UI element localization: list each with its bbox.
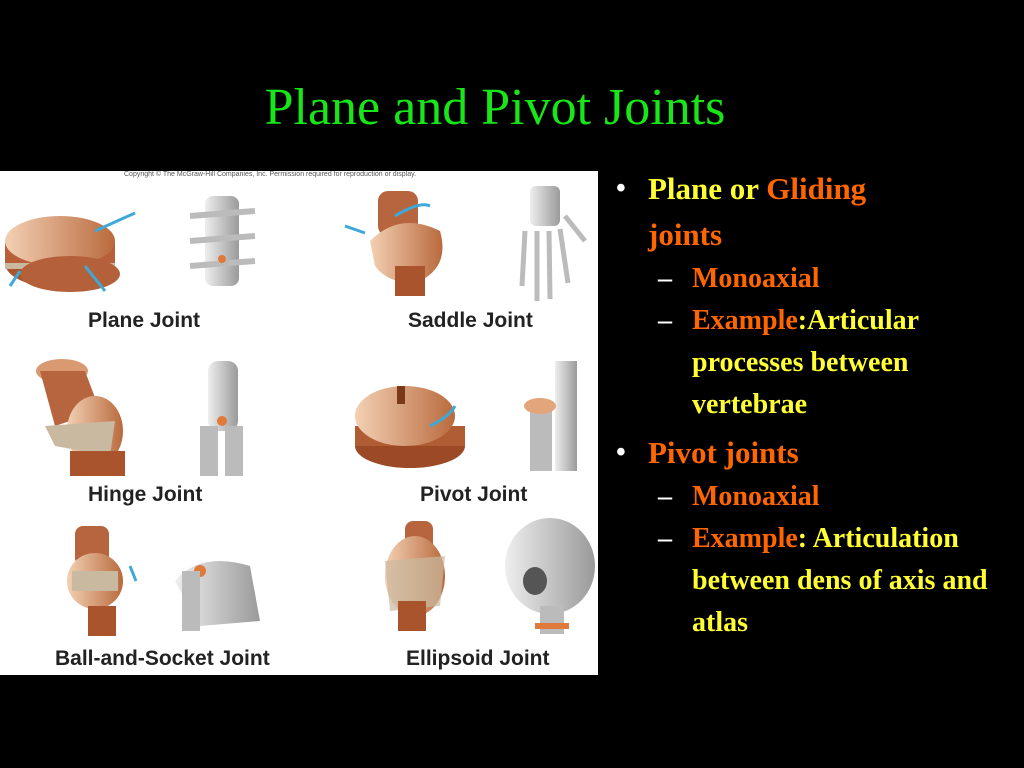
hand-illustration — [519, 186, 587, 301]
pivot-example-label: Example — [692, 523, 798, 554]
bullet-list: • Plane or Gliding joints – Monoaxial – … — [606, 166, 1018, 644]
label-hinge-joint: Hinge Joint — [88, 483, 203, 506]
slide-title: Plane and Pivot Joints — [264, 79, 726, 136]
label-saddle-joint: Saddle Joint — [408, 309, 533, 332]
plane-example-label: Example — [692, 305, 798, 336]
hinge-joint-model — [36, 359, 125, 476]
copyright-notice: Copyright © The McGraw-Hill Companies, I… — [124, 171, 417, 178]
shoulder-illustration — [175, 561, 260, 631]
bullet-dot-icon: • — [616, 437, 626, 468]
bullet-dot-icon: • — [616, 173, 626, 204]
plane-text-a: Plane or — [648, 171, 767, 206]
bullet-pivot-joints: • Pivot joints — [606, 430, 1018, 476]
ball-socket-model — [67, 526, 138, 636]
pivot-example-colon: : — [797, 523, 808, 554]
sub-bullet-plane-monoaxial: – Monoaxial — [606, 258, 1018, 300]
sub-bullet-plane-example: – Example:Articular processes between ve… — [606, 300, 1018, 426]
joint-illustrations — [5, 186, 595, 636]
sub-bullet-pivot-example: – Example: Articulation between dens of … — [606, 518, 1018, 644]
plane-text-gliding: Gliding — [766, 171, 867, 206]
sub-bullet-pivot-monoaxial: – Monoaxial — [606, 476, 1018, 518]
label-ball-socket-joint: Ball-and-Socket Joint — [55, 647, 270, 670]
skull-illustration — [505, 518, 595, 634]
pivot-example-text: Articulation between dens of axis and at… — [692, 523, 988, 638]
ellipsoid-joint-model — [385, 521, 445, 631]
plane-monoaxial: Monoaxial — [692, 263, 820, 294]
spine-illustration — [189, 196, 256, 286]
forearm-illustration — [524, 361, 577, 471]
pivot-heading: Pivot joints — [648, 435, 799, 470]
dash-icon: – — [658, 263, 672, 294]
label-ellipsoid-joint: Ellipsoid Joint — [406, 647, 550, 670]
plane-arrows — [8, 211, 136, 292]
label-pivot-joint: Pivot Joint — [420, 483, 528, 506]
joint-types-figure: Copyright © The McGraw-Hill Companies, I… — [0, 171, 598, 675]
dash-icon: – — [658, 523, 672, 554]
plane-joint-model — [5, 216, 120, 292]
label-plane-joint: Plane Joint — [88, 309, 201, 332]
plane-example-text: :Articular processes between vertebrae — [692, 305, 919, 420]
dash-icon: – — [658, 481, 672, 512]
bullet-plane-joints: • Plane or Gliding joints — [606, 166, 1018, 258]
pivot-joint-model — [355, 386, 465, 468]
dash-icon: – — [658, 305, 672, 336]
saddle-joint-model — [344, 191, 443, 296]
plane-text-joints: joints — [648, 217, 723, 252]
pivot-monoaxial: Monoaxial — [692, 481, 820, 512]
elbow-illustration — [200, 361, 243, 476]
